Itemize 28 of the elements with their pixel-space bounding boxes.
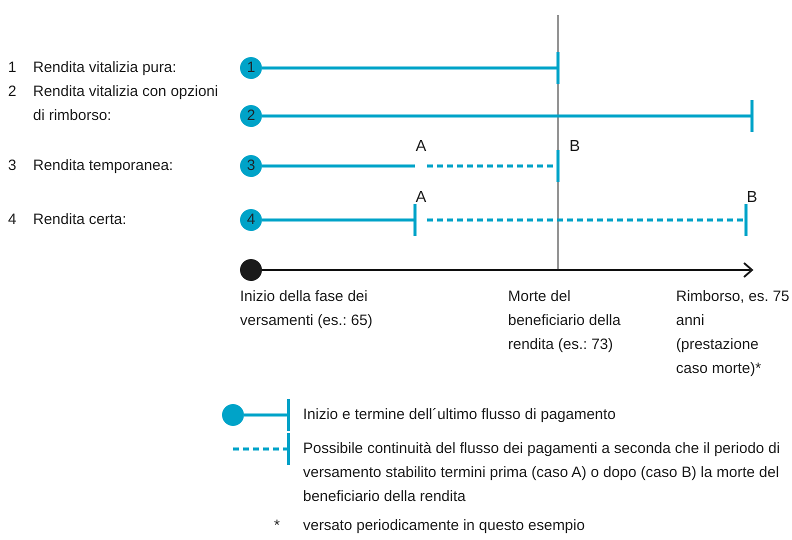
numbered-circle: 4 bbox=[240, 209, 262, 231]
row-number: 1 bbox=[8, 58, 18, 78]
point-letter: B bbox=[569, 138, 580, 156]
axis-label: Rimborso, es. 75 anni (prestazione caso morte)* bbox=[676, 287, 790, 379]
dashed-connector bbox=[427, 150, 560, 182]
row-title: Rendita vitalizia con opzioni di rimborso: bbox=[33, 82, 220, 126]
row-title: Rendita certa: bbox=[33, 210, 128, 230]
numbered-circle: 3 bbox=[240, 155, 262, 177]
row-title: Rendita vitalizia pura: bbox=[33, 58, 178, 78]
row-number: 4 bbox=[8, 210, 18, 230]
row-title: Rendita temporanea: bbox=[33, 156, 174, 176]
point-letter: B bbox=[746, 189, 758, 207]
footnote-mark: * bbox=[274, 516, 281, 536]
point-letter: A bbox=[416, 189, 426, 207]
connector bbox=[262, 204, 416, 236]
axis-label: Inizio della fase dei versamenti (es.: 65) bbox=[240, 287, 374, 331]
numbered-circle: 2 bbox=[240, 105, 262, 127]
connector bbox=[262, 164, 415, 168]
row-number: 3 bbox=[8, 156, 18, 176]
footnote-text: versato periodicamente in questo esempio bbox=[303, 516, 586, 536]
dashed-connector bbox=[427, 204, 748, 236]
numbered-circle: 1 bbox=[240, 57, 262, 79]
row-number: 2 bbox=[8, 82, 18, 102]
legend-text: Inizio e termine dell´ultimo flusso di pagamento bbox=[303, 405, 617, 425]
connector bbox=[262, 100, 754, 132]
axis-label: Morte del beneficiario della rendita (es.: 73) bbox=[508, 287, 622, 355]
connector bbox=[262, 52, 560, 84]
point-letter: A bbox=[416, 138, 426, 156]
